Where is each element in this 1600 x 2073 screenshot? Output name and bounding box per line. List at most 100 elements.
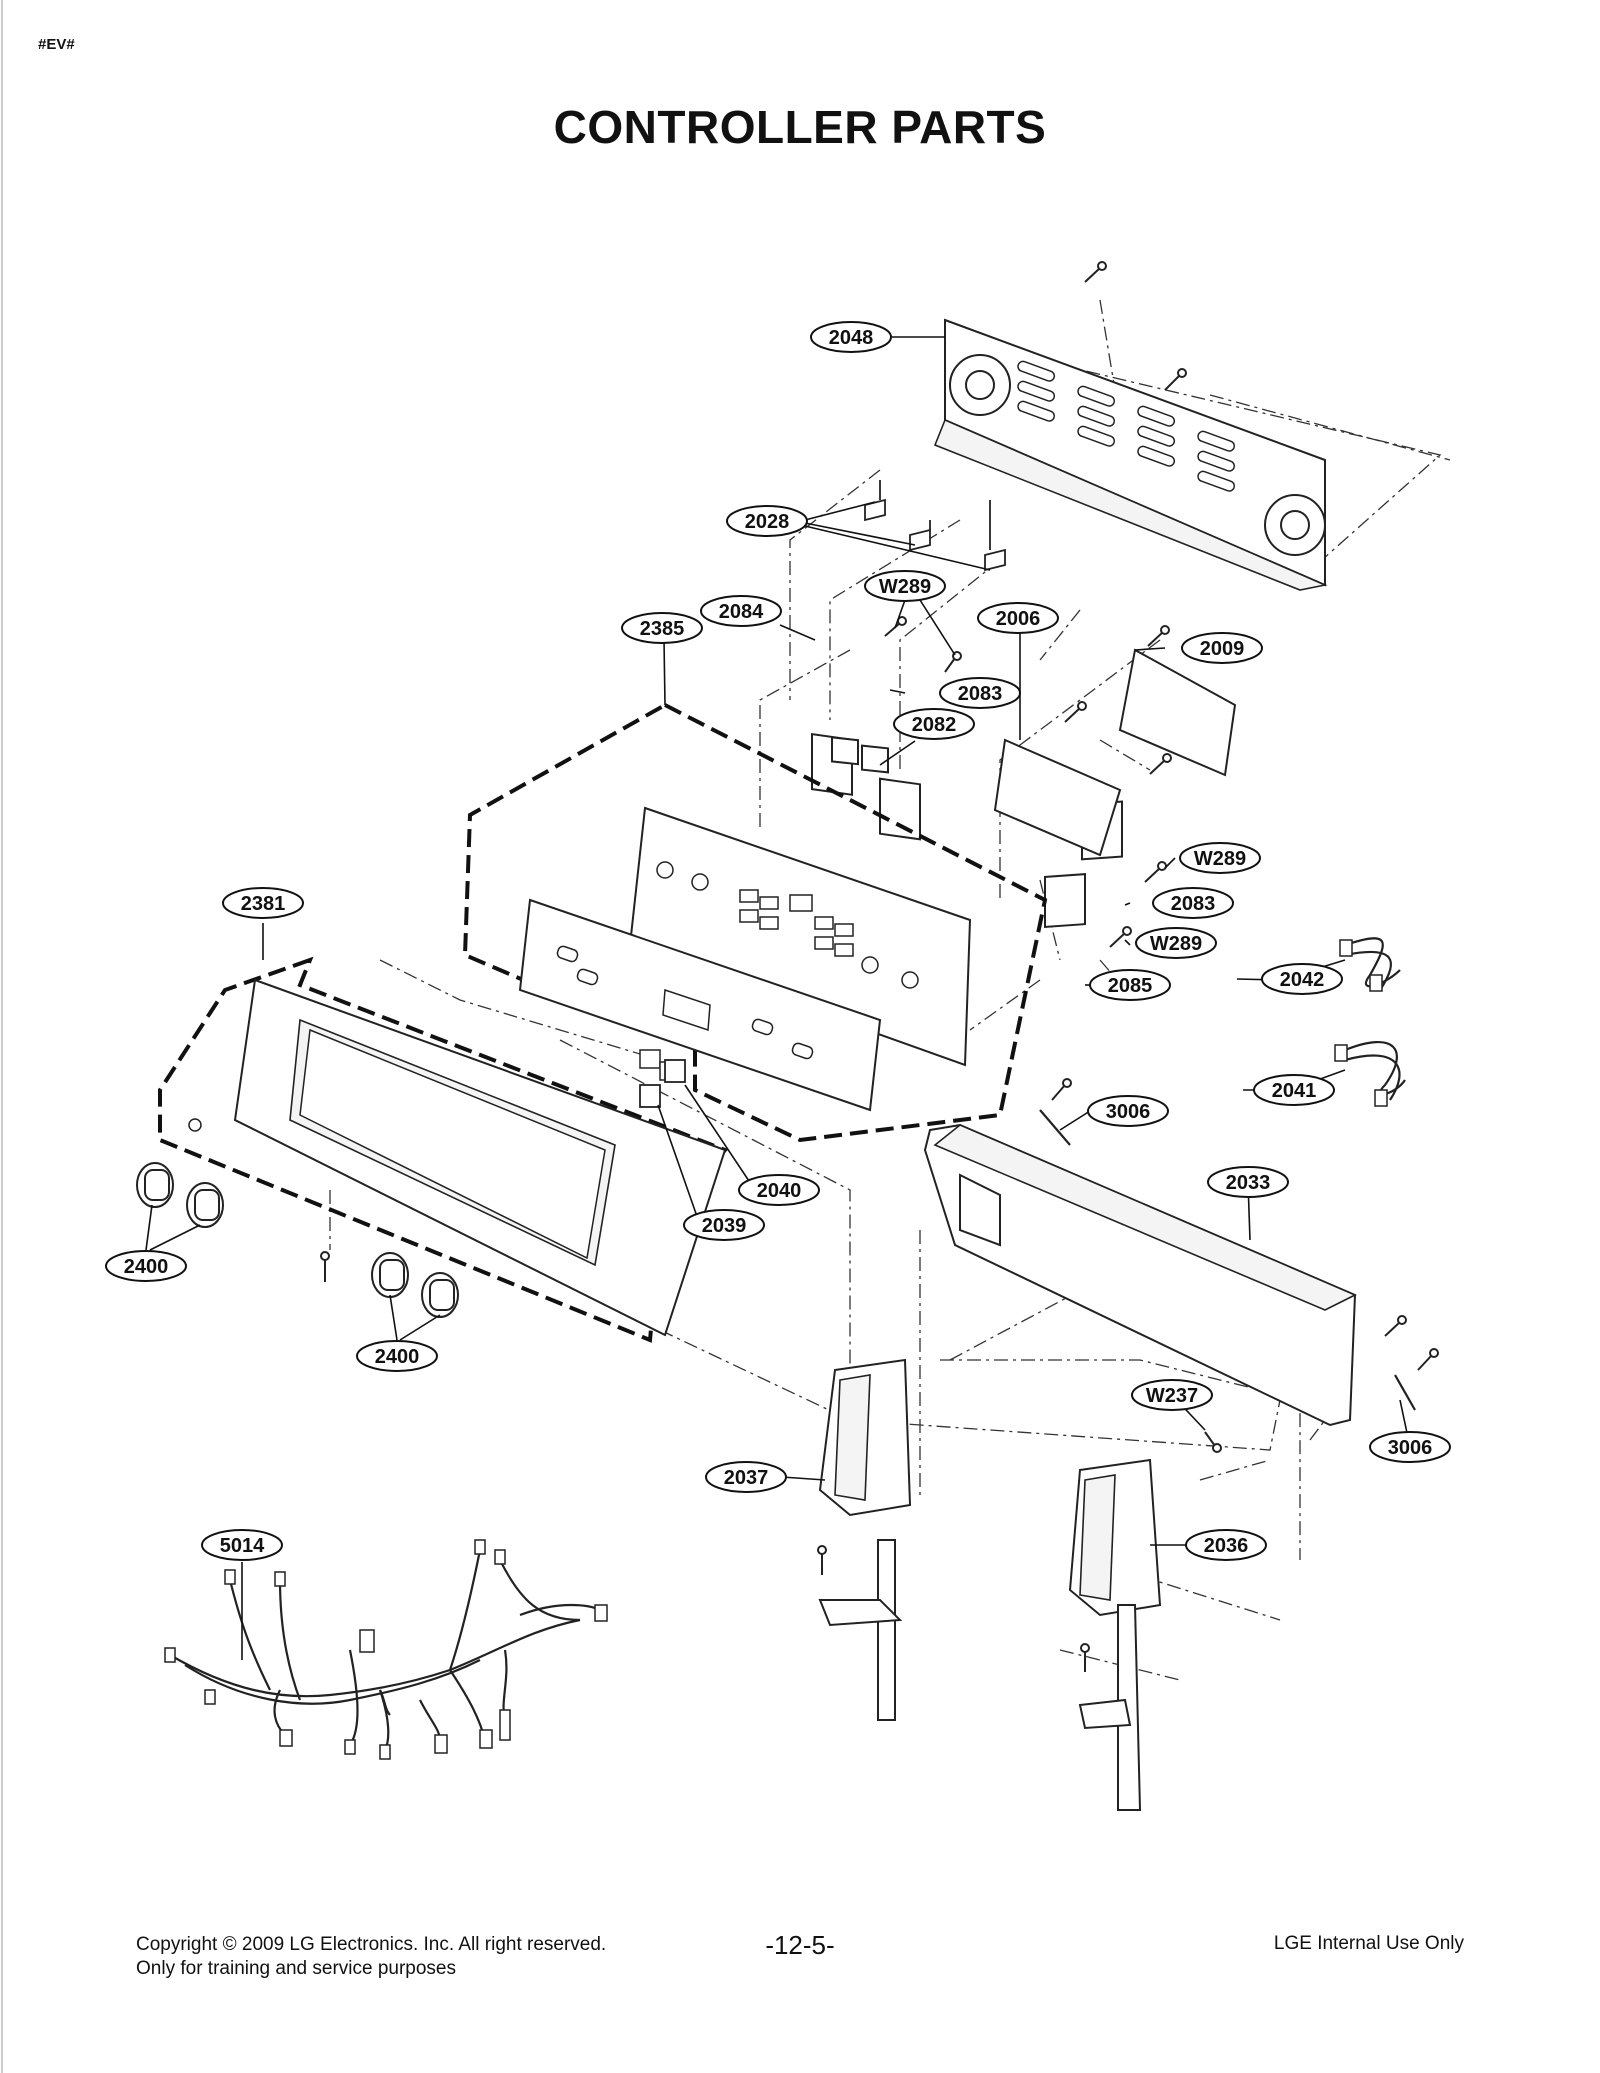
callout-2033: 2033	[1207, 1166, 1289, 1198]
callout-2385: 2385	[621, 612, 703, 644]
rod-parts	[1039, 1109, 1416, 1411]
callout-bubble	[621, 612, 703, 644]
callout-label: 2041	[1272, 1080, 1317, 1102]
group-2381-outline	[158, 956, 729, 1343]
callout-bubble	[977, 602, 1059, 634]
callout-label: 2085	[1108, 975, 1153, 997]
callout-2400: 2400	[105, 1250, 187, 1282]
callout-w289: W289	[1135, 927, 1217, 959]
callout-label: 2042	[1280, 969, 1325, 991]
side-bracket-right	[1068, 1458, 1162, 1811]
callout-label: 2028	[745, 511, 790, 533]
callout-label: 2083	[1171, 893, 1216, 915]
group-2385-outline	[462, 702, 1048, 1143]
knob-icons	[136, 1162, 459, 1318]
callout-bubble	[864, 570, 946, 602]
callout-label: 5014	[220, 1535, 265, 1557]
callout-label: 2381	[241, 893, 286, 915]
callout-label: 2082	[912, 714, 957, 736]
callout-label: 2048	[829, 327, 874, 349]
callout-bubble	[705, 1461, 787, 1493]
callout-bubble	[1253, 1074, 1335, 1106]
callout-bubble	[810, 321, 892, 353]
callout-bubble	[105, 1250, 187, 1282]
callout-2036: 2036	[1185, 1529, 1267, 1561]
callout-bubble	[700, 595, 782, 627]
callout-2041: 2041	[1253, 1074, 1335, 1106]
callout-label: W237	[1146, 1385, 1198, 1407]
callout-label: 2040	[757, 1180, 802, 1202]
callout-bubble	[222, 887, 304, 919]
callout-bubble	[1179, 842, 1261, 874]
wire-leads	[1334, 937, 1406, 1107]
callout-label: 2037	[724, 1467, 769, 1489]
callout-label: 2006	[996, 608, 1041, 630]
callout-bubble	[1089, 969, 1171, 1001]
callout-label: W289	[1194, 848, 1246, 870]
callout-bubble	[1369, 1431, 1451, 1463]
callout-2083: 2083	[1152, 887, 1234, 919]
callout-bubble	[1181, 632, 1263, 664]
callout-label: 2036	[1204, 1535, 1249, 1557]
callout-5014: 5014	[201, 1529, 283, 1561]
callout-2028: 2028	[726, 505, 808, 537]
callout-label: 2385	[640, 618, 685, 640]
callout-2039: 2039	[683, 1209, 765, 1241]
callout-bubble	[1261, 963, 1343, 995]
control-frame	[628, 806, 972, 1067]
callout-leaders	[145, 336, 1411, 1660]
callout-label: W289	[879, 576, 931, 598]
page-title: CONTROLLER PARTS	[553, 101, 1047, 153]
callout-bubble	[1087, 1095, 1169, 1127]
screw-icons	[320, 261, 1439, 1672]
control-boards	[993, 648, 1237, 857]
internal-use-note: LGE Internal Use Only	[1273, 1933, 1464, 1954]
callout-2082: 2082	[893, 708, 975, 740]
callout-2042: 2042	[1261, 963, 1343, 995]
callout-2400: 2400	[356, 1340, 438, 1372]
callout-bubble	[1185, 1529, 1267, 1561]
trim-panel	[923, 1123, 1357, 1427]
callout-2037: 2037	[705, 1461, 787, 1493]
callout-bubble	[726, 505, 808, 537]
callout-2040: 2040	[738, 1174, 820, 1206]
side-bracket-left	[818, 1358, 912, 1721]
copyright-line-2: Only for training and service purposes	[136, 1958, 456, 1979]
callout-label: W289	[1150, 933, 1202, 955]
callout-label: 2084	[719, 601, 764, 623]
callout-label: 2039	[702, 1215, 747, 1237]
copyright-line-1: Copyright © 2009 LG Electronics. Inc. Al…	[136, 1934, 607, 1955]
callout-label: 2009	[1200, 638, 1245, 660]
callout-w289: W289	[1179, 842, 1261, 874]
callout-2083: 2083	[939, 677, 1021, 709]
callout-label: 2400	[375, 1346, 420, 1368]
callout-2381: 2381	[222, 887, 304, 919]
callout-bubble	[738, 1174, 820, 1206]
model-tag: #EV#	[38, 36, 75, 53]
callout-label: 2400	[124, 1256, 169, 1278]
callout-2006: 2006	[977, 602, 1059, 634]
page-number: -12-5-	[765, 1930, 835, 1960]
callout-2009: 2009	[1181, 632, 1263, 664]
callout-label: 3006	[1388, 1437, 1433, 1459]
copyright-notice: Copyright © 2009 LG Electronics. Inc. Al…	[136, 1933, 606, 1981]
back-vent-panel	[933, 318, 1328, 591]
callout-bubble	[893, 708, 975, 740]
wire-harness	[164, 1539, 608, 1760]
callout-3006: 3006	[1369, 1431, 1451, 1463]
callout-bubble	[1152, 887, 1234, 919]
callout-2048: 2048	[810, 321, 892, 353]
callout-label: 2033	[1226, 1172, 1271, 1194]
control-panel-housing	[188, 978, 727, 1337]
callout-bubble	[356, 1340, 438, 1372]
callout-label: 2083	[958, 683, 1003, 705]
callout-w289: W289	[864, 570, 946, 602]
callout-bubble	[1135, 927, 1217, 959]
switch-icons	[639, 1059, 686, 1108]
callout-bubble	[1207, 1166, 1289, 1198]
callout-bubble	[683, 1209, 765, 1241]
callout-bubble	[1131, 1379, 1213, 1411]
